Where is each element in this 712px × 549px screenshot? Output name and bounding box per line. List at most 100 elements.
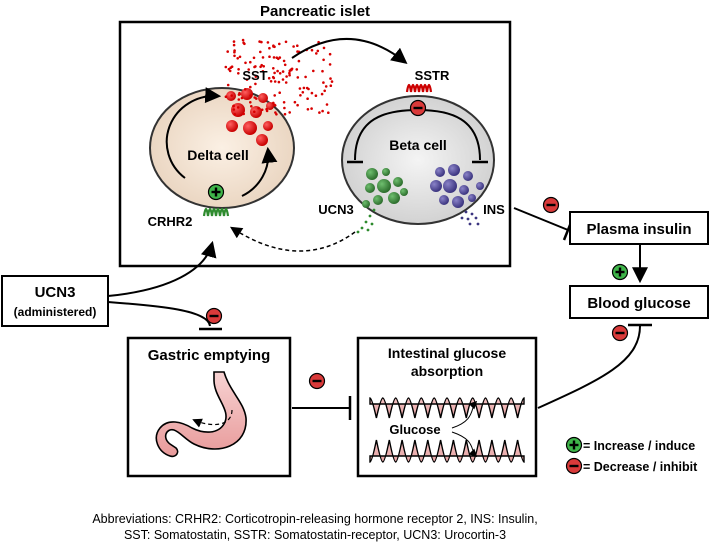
sst-dot	[229, 66, 232, 69]
sst-dot	[314, 94, 318, 97]
sst-dot	[310, 107, 313, 110]
sst-dot	[226, 83, 230, 87]
sst-dot	[304, 75, 307, 79]
sst-dot	[305, 86, 309, 90]
sst-dot	[282, 101, 286, 104]
sst-dot	[315, 52, 318, 55]
sst-dot	[252, 56, 256, 60]
blood-glucose-box	[569, 285, 709, 319]
sst-dot	[320, 92, 324, 96]
sstr-receptor-icon	[405, 83, 433, 93]
sst-dot	[254, 75, 258, 78]
sst-dot	[277, 57, 280, 61]
sst-dot	[254, 82, 257, 86]
sst-dot	[265, 107, 268, 111]
sst-dot	[310, 91, 314, 95]
sst-dot	[284, 40, 288, 44]
ins-dot	[464, 210, 468, 214]
sst-dot	[266, 41, 270, 44]
ucn3-to-crhr2-dashed-arrow	[229, 226, 356, 252]
sst-dot	[301, 91, 305, 94]
sst-dot	[296, 44, 299, 47]
ins-dot	[470, 212, 474, 216]
ins-dot	[476, 222, 480, 226]
villi-shape	[369, 397, 525, 419]
ins-granule	[463, 171, 473, 181]
gastric-emptying-box	[126, 336, 292, 478]
sst-dot	[299, 94, 302, 97]
absorption-to-glucose-line	[537, 325, 641, 409]
sst-dot	[249, 94, 252, 97]
sst-dot	[267, 76, 271, 80]
crhr2-label: CRHR2	[148, 214, 193, 229]
ucn3-granule	[362, 200, 370, 208]
sst-dot	[272, 101, 275, 105]
sst-granule	[258, 93, 268, 103]
sst-dot	[278, 72, 282, 75]
beta-cell-label: Beta cell	[389, 137, 447, 153]
ins-minus-icon	[542, 196, 560, 214]
sst-dot	[245, 78, 249, 81]
intestinal-minus-icon	[308, 372, 326, 390]
abbreviations-line1: Abbreviations: CRHR2: Corticotropin-rele…	[92, 512, 537, 526]
sst-dot	[268, 55, 271, 58]
sst-dot	[276, 69, 279, 73]
sst-dot	[249, 85, 252, 89]
delta-cell-label: Delta cell	[187, 147, 248, 163]
ins-to-plasma-inhibition-line	[513, 207, 569, 231]
glucose-minus-icon	[611, 324, 629, 342]
sst-dot	[260, 63, 264, 67]
sst-dot	[272, 45, 275, 48]
sst-dot	[232, 108, 236, 111]
ucn3-dot	[372, 208, 376, 212]
ucn3-dot	[366, 228, 370, 232]
sst-label: SST	[242, 68, 267, 83]
insulin-plus-icon	[611, 263, 629, 281]
sst-dot	[302, 86, 306, 90]
sst-dot	[296, 76, 300, 79]
sst-dot	[260, 40, 263, 44]
sst-dot	[268, 46, 271, 50]
sst-dot	[329, 84, 333, 87]
sst-dot	[243, 88, 247, 91]
ucn3-to-gastric-line	[107, 301, 211, 327]
delta-secretion-arc-right	[241, 146, 278, 197]
ucn3-administered-box	[1, 275, 109, 327]
sst-dot	[325, 103, 329, 106]
sst-dot	[273, 103, 276, 107]
ucn3-granule	[382, 168, 390, 176]
crhr2-receptor-icon	[202, 207, 230, 217]
sstr-minus-icon	[409, 99, 427, 117]
blood-glucose-label: Blood glucose	[587, 295, 690, 312]
ins-granule	[435, 167, 445, 177]
sst-dot	[261, 56, 265, 59]
ins-granule	[452, 196, 464, 208]
sst-granule	[266, 102, 274, 110]
sst-dot	[233, 113, 237, 116]
sstr-label: SSTR	[415, 68, 450, 83]
ucn3-granule	[373, 195, 383, 205]
sst-dot	[321, 69, 324, 73]
sst-dot	[241, 38, 245, 42]
sst-dot	[297, 59, 301, 63]
sst-dot	[273, 94, 277, 97]
sst-granule	[243, 121, 257, 135]
sst-dot	[277, 80, 281, 84]
ucn3-dot	[370, 222, 374, 226]
sst-dot	[244, 61, 247, 65]
islet-title: Pancreatic islet	[260, 3, 370, 20]
sst-dot	[224, 65, 228, 69]
sst-dot	[226, 50, 229, 53]
glucose-label: Glucose	[389, 422, 440, 437]
sst-dot	[284, 81, 288, 84]
sst-granule	[250, 106, 262, 118]
sst-dot	[322, 46, 326, 50]
sst-dot	[232, 40, 236, 43]
sst-dot	[292, 45, 295, 48]
ucn3-subtitle: (administered)	[14, 305, 97, 319]
ucn3-dot	[356, 230, 360, 234]
sst-dot	[282, 59, 286, 63]
sst-dot	[253, 110, 256, 113]
sst-dot	[249, 101, 252, 104]
